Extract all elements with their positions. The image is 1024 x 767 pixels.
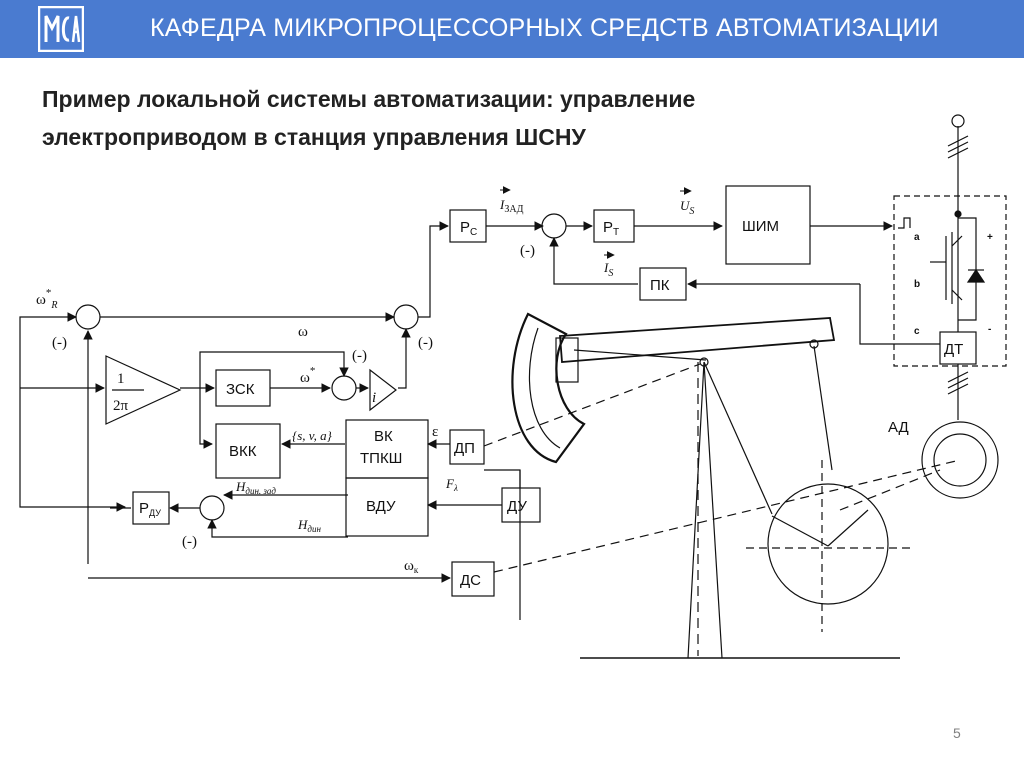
zsk-block	[215, 369, 271, 407]
position-sensor-block	[449, 429, 485, 465]
u-s-label: US	[680, 198, 694, 217]
gain-denominator: 2π	[113, 398, 129, 414]
minus-label-4: (-)	[520, 243, 535, 259]
i-zad-label: IЗАД	[499, 197, 524, 215]
vkk-label: ВКК	[229, 443, 257, 460]
motor-icon	[921, 421, 999, 499]
speed-regulator-block	[449, 209, 487, 243]
tpksh-label: ТПКШ	[360, 450, 402, 467]
rc-label: РС	[460, 219, 477, 238]
pin-a-label: a	[914, 232, 920, 243]
omega-k-label: ωк	[404, 558, 419, 575]
h-din-label: Hдин	[297, 517, 321, 534]
svc-label: {s, v, a}	[292, 428, 333, 443]
vkk-block	[215, 423, 281, 479]
level-regulator-block	[132, 491, 170, 525]
current-converter-block	[639, 267, 687, 301]
epsilon-label: ε	[432, 424, 438, 440]
i-s-label: IS	[603, 260, 613, 279]
f-lambda-label: Fλ	[445, 476, 458, 493]
pin-b-label: b	[914, 279, 920, 290]
speed-sensor-block	[451, 561, 495, 597]
zsk-label: ЗСК	[226, 381, 255, 398]
dt-label: ДТ	[944, 341, 963, 358]
pwm-block	[725, 185, 811, 265]
minus-sign-label: -	[988, 324, 991, 335]
ds-label: ДС	[460, 572, 481, 589]
minus-label-3: (-)	[418, 335, 433, 351]
omega-star-label: ω*	[300, 365, 315, 386]
omega-r-label: ω*R	[36, 287, 57, 311]
slide-title: Пример локальной системы автоматизации: …	[42, 86, 696, 150]
header-bar: КАФЕДРА МИКРОПРОЦЕССОРНЫХ СРЕДСТВ АВТОМА…	[0, 0, 1024, 58]
page-number: 5	[953, 725, 961, 741]
integrator-label: i	[372, 390, 376, 406]
inverter-dashed-box	[893, 195, 1007, 367]
shim-label: ШИМ	[742, 218, 779, 235]
header-title: КАФЕДРА МИКРОПРОЦЕССОРНЫХ СРЕДСТВ АВТОМА…	[150, 14, 939, 42]
sum-junction	[75, 304, 101, 330]
vk-label: ВК	[374, 428, 393, 445]
pump-jack-icon	[511, 312, 912, 659]
minus-label-2: (-)	[352, 348, 367, 364]
rt-label: РТ	[603, 219, 619, 238]
dp-label: ДП	[454, 440, 475, 457]
pin-c-label: c	[914, 326, 920, 337]
gain-numerator: 1	[117, 371, 125, 387]
minus-label-1: (-)	[52, 335, 67, 351]
h-din-zad-label: Hдин. зад	[235, 479, 276, 496]
du-label: ДУ	[507, 498, 527, 515]
omega-label: ω	[298, 324, 308, 340]
vdu-block	[345, 477, 429, 537]
plus-sign-label: +	[987, 232, 993, 243]
rdu-label: РДУ	[139, 500, 161, 518]
vdu-label: ВДУ	[366, 498, 396, 515]
force-sensor-block	[501, 487, 541, 523]
pk-label: ПК	[650, 277, 670, 294]
current-regulator-block	[593, 209, 635, 243]
integrator-block	[369, 368, 397, 412]
gain-block	[105, 355, 182, 425]
department-logo-icon	[38, 6, 84, 52]
minus-label-5: (-)	[182, 534, 197, 550]
ad-label: АД	[888, 419, 909, 436]
